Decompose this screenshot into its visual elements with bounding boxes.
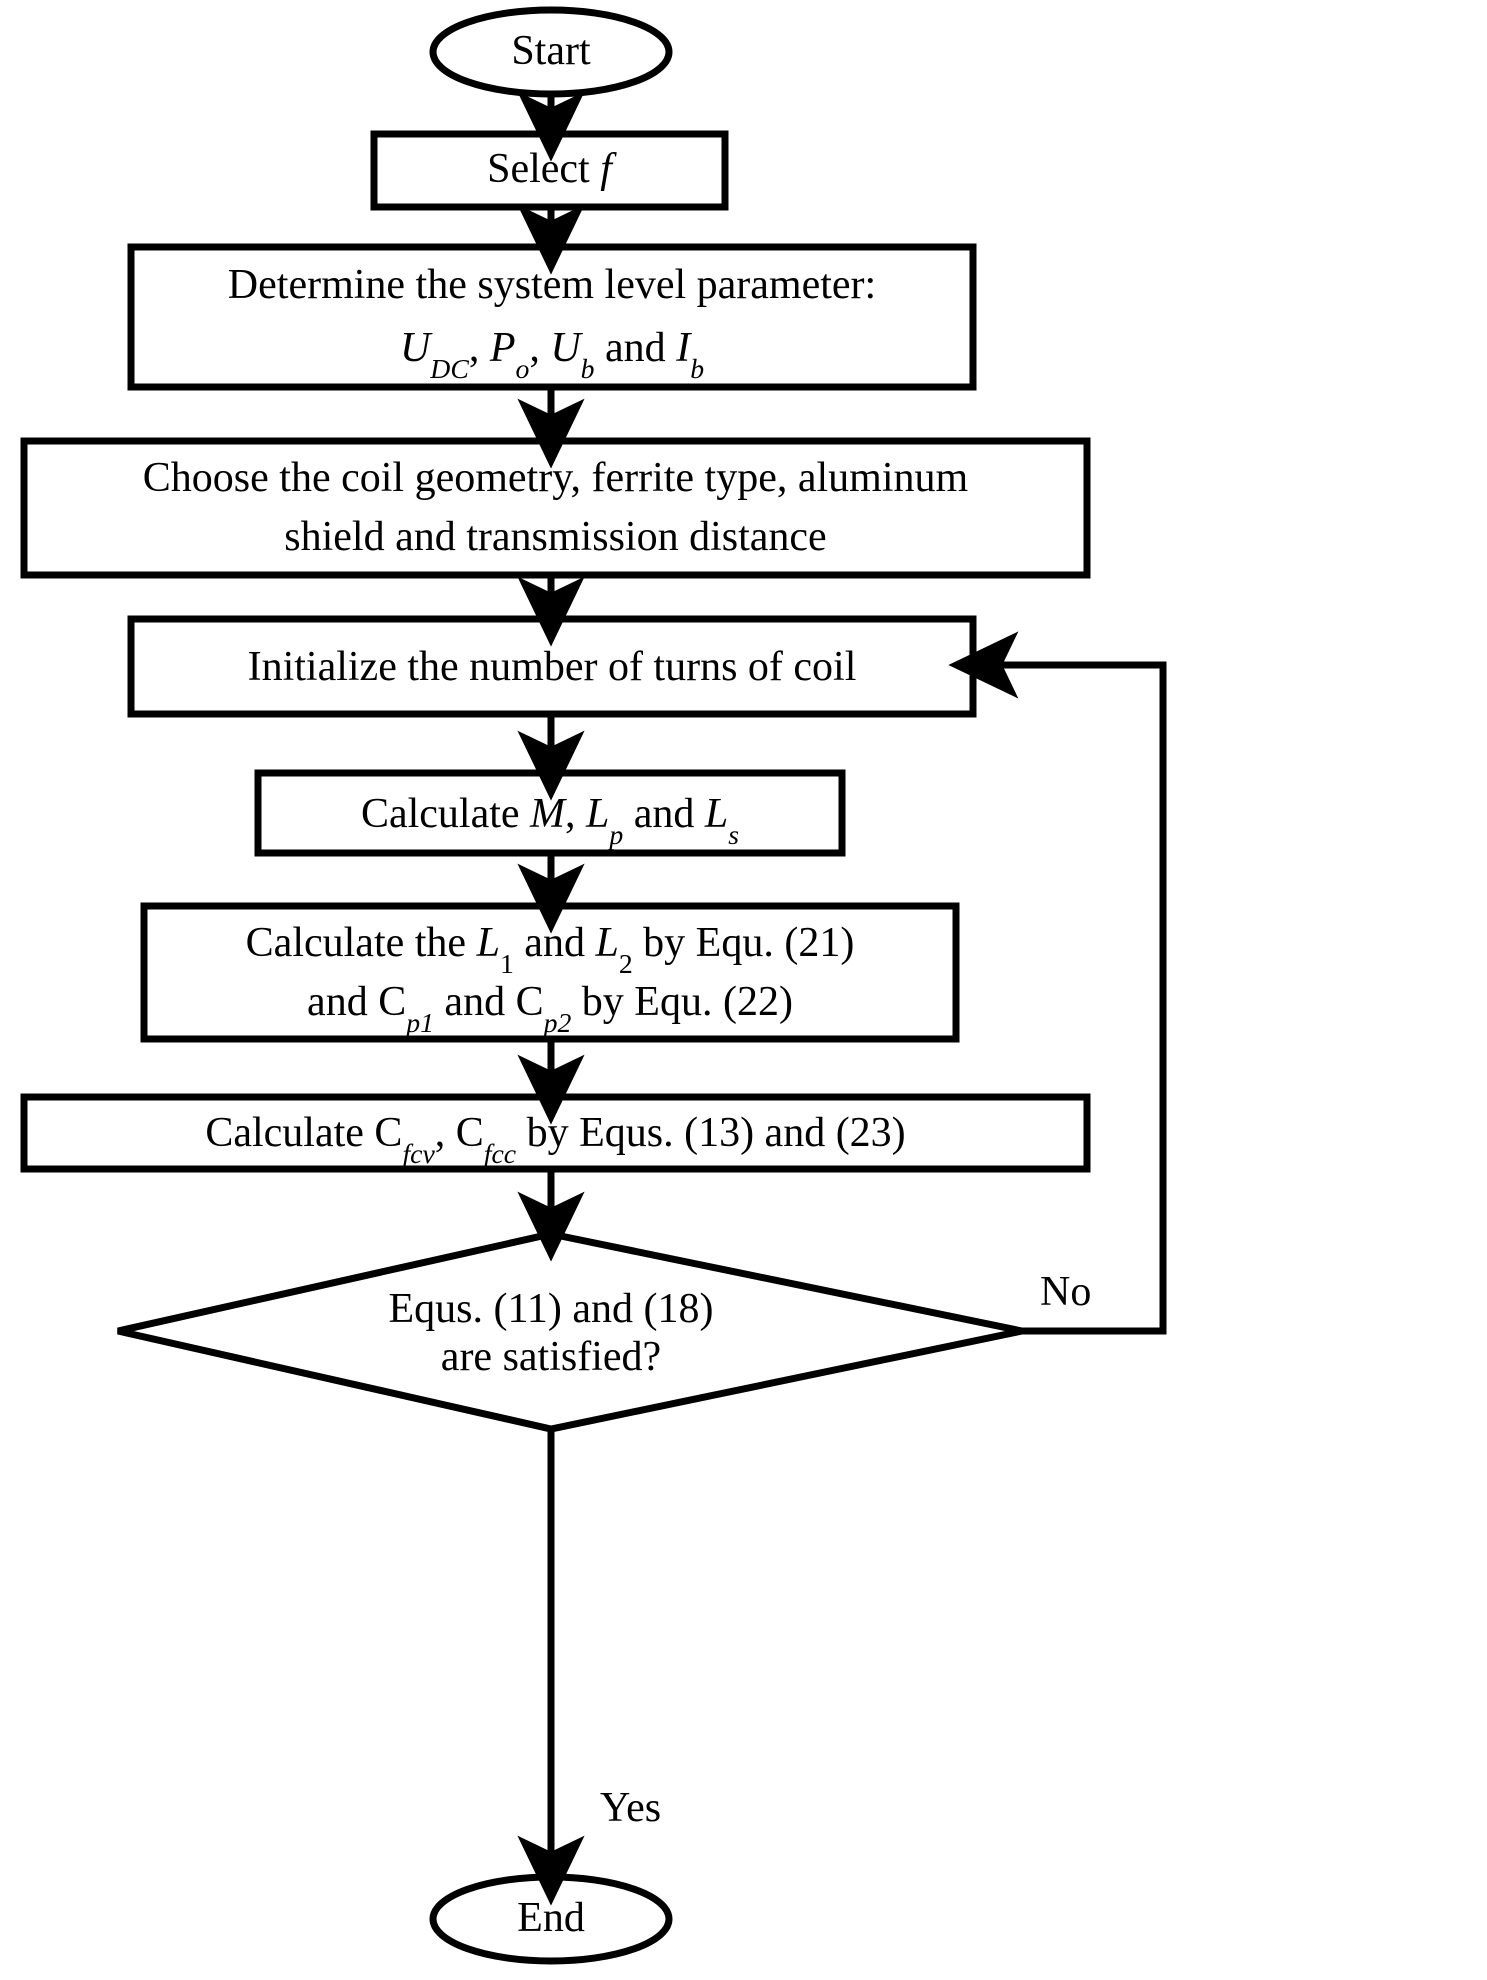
node-decision-equations[interactable] bbox=[117, 1230, 1023, 1433]
edge-no-feedback-loop bbox=[948, 631, 1167, 1335]
node-end[interactable] bbox=[429, 1873, 673, 1965]
node-determine-parameters[interactable] bbox=[127, 243, 977, 391]
node-calculate-cfcv-cfcc[interactable] bbox=[20, 1093, 1091, 1173]
node-start[interactable] bbox=[429, 6, 673, 98]
node-choose-geometry[interactable] bbox=[20, 437, 1091, 579]
node-initialize-turns[interactable] bbox=[127, 615, 977, 718]
node-calculate-l-cp[interactable] bbox=[140, 902, 960, 1043]
node-select-f[interactable] bbox=[370, 130, 729, 211]
node-calculate-m-lp-ls[interactable] bbox=[254, 769, 846, 857]
